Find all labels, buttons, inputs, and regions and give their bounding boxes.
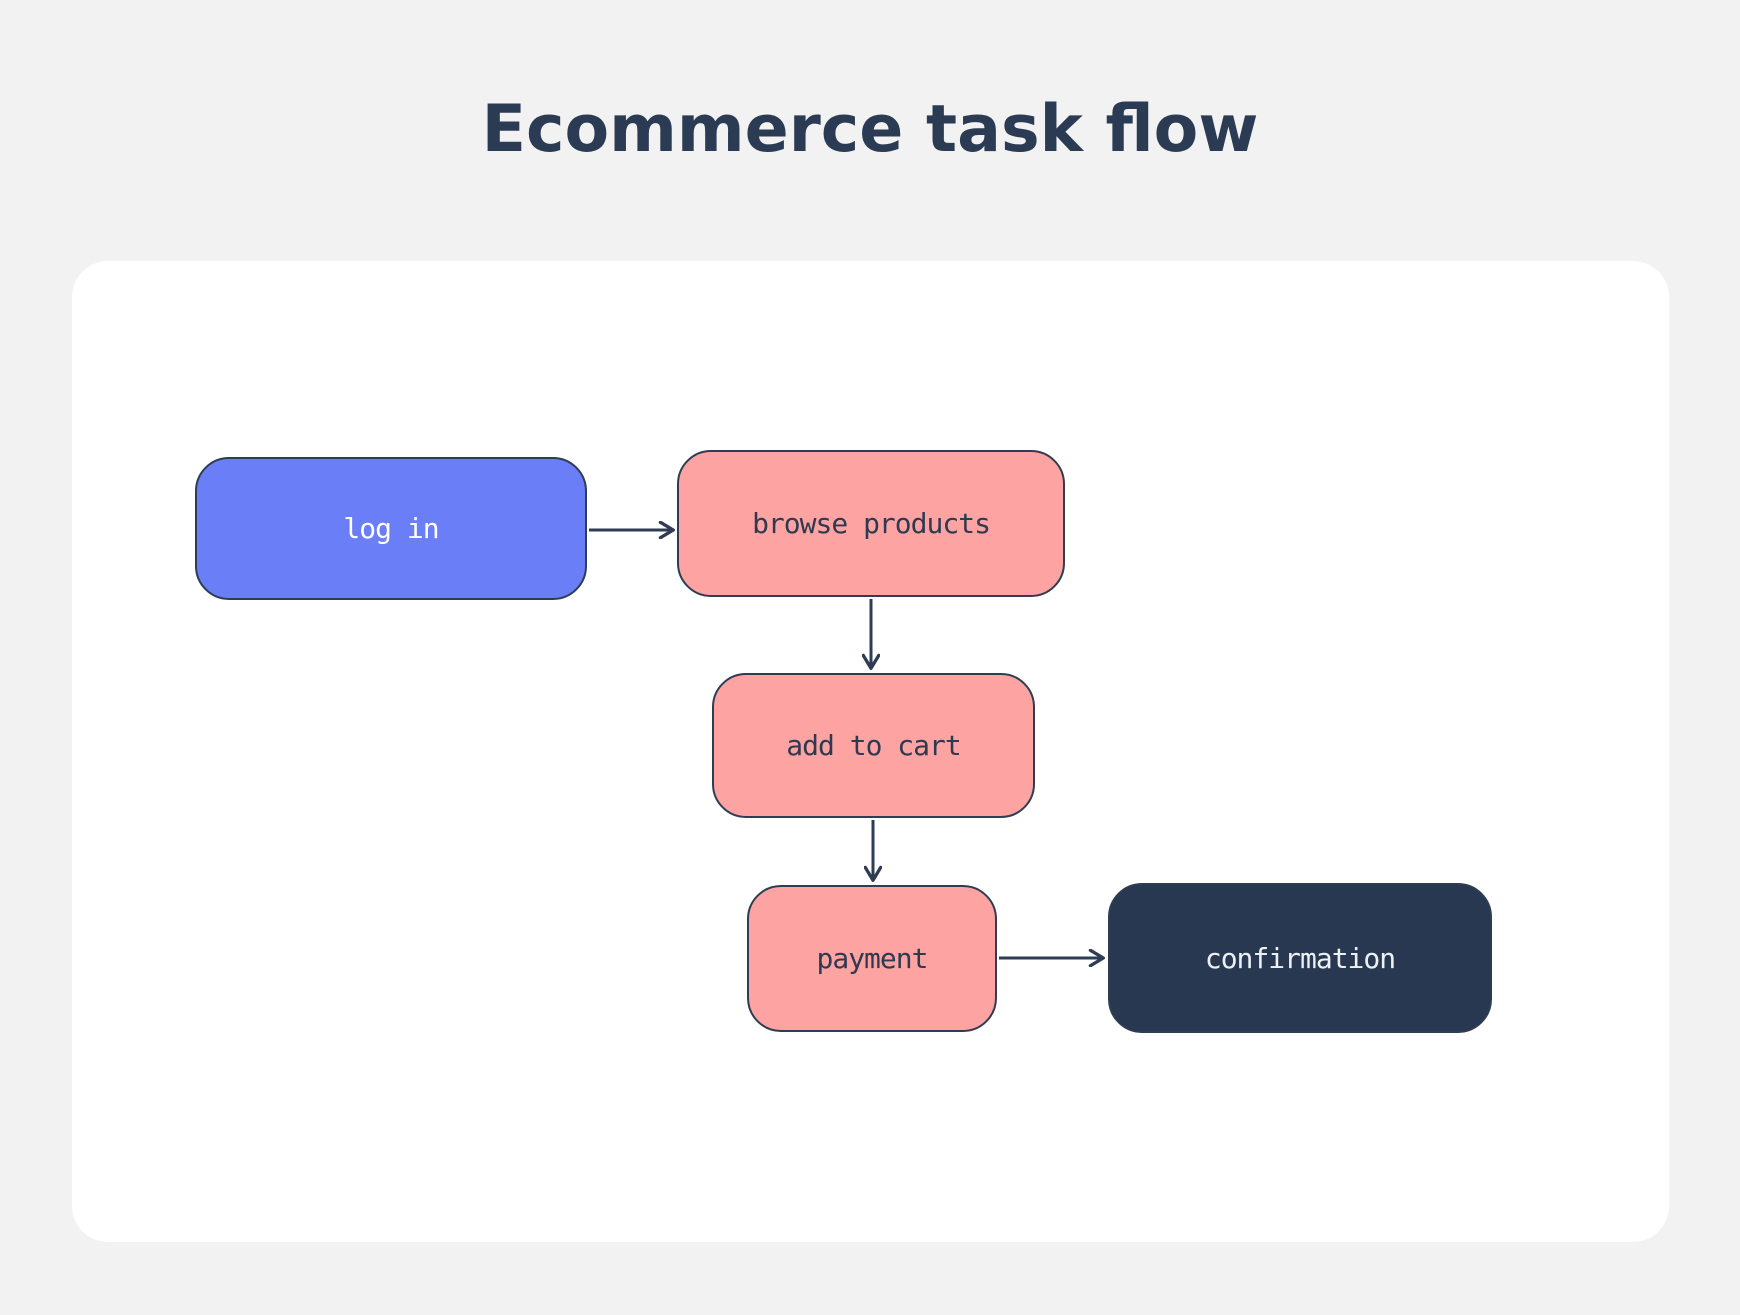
node-payment-label: payment bbox=[816, 942, 928, 975]
page-title: Ecommerce task flow bbox=[481, 92, 1259, 167]
node-add-to-cart: add to cart bbox=[712, 673, 1035, 818]
node-log-in: log in bbox=[195, 457, 587, 600]
node-payment: payment bbox=[747, 885, 997, 1032]
node-add-to-cart-label: add to cart bbox=[786, 729, 961, 762]
node-browse-products-label: browse products bbox=[752, 507, 991, 540]
node-browse-products: browse products bbox=[677, 450, 1065, 597]
node-confirmation-label: confirmation bbox=[1204, 941, 1396, 975]
node-log-in-label: log in bbox=[343, 512, 439, 545]
node-confirmation: confirmation bbox=[1108, 883, 1492, 1033]
